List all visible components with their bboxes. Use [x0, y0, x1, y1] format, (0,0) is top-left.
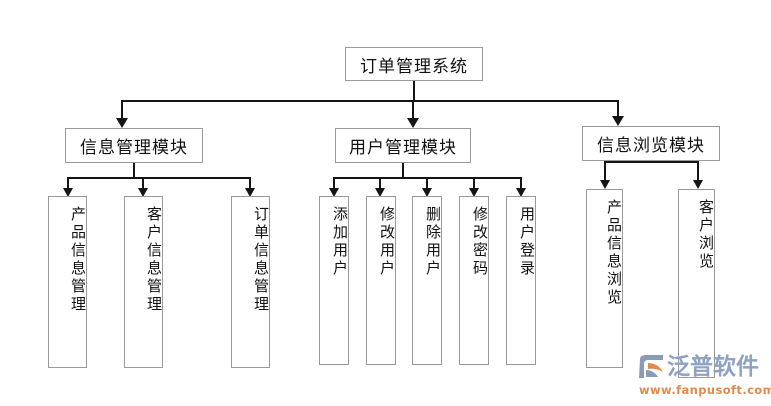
connector-drop-module-2	[412, 100, 414, 120]
arrow-g2-2	[375, 188, 385, 197]
node-label: 删除用户	[424, 206, 440, 278]
node-label: 客户信息管理	[145, 206, 161, 314]
watermark-url: www.fanpusoft.com	[639, 383, 771, 397]
arrow-g1-1	[63, 188, 73, 197]
node-leaf-customer-info-management[interactable]: 客户信息管理	[124, 196, 163, 368]
node-leaf-customer-browse[interactable]: 客户浏览	[678, 189, 715, 378]
connector-drop-g3-1	[604, 161, 606, 182]
node-label: 订单信息管理	[252, 206, 268, 314]
node-module-user-management[interactable]: 用户管理模块	[335, 128, 471, 163]
arrow-module-3	[612, 116, 624, 126]
connector-bus-group1	[68, 177, 250, 179]
connector-stem-group1	[133, 163, 135, 178]
connector-drop-g2-4	[473, 177, 475, 191]
connector-level1-bus	[122, 100, 618, 102]
node-label: 信息管理模块	[80, 138, 188, 157]
connector-drop-g2-2	[379, 177, 381, 191]
connector-drop-g3-2	[697, 161, 699, 182]
node-leaf-delete-user[interactable]: 删除用户	[412, 196, 442, 365]
connector-drop-g2-1	[333, 177, 335, 191]
connector-drop-g2-3	[426, 177, 428, 191]
node-label: 用户管理模块	[349, 138, 457, 157]
fanpusoft-logo-icon	[636, 353, 666, 381]
node-module-info-management[interactable]: 信息管理模块	[65, 128, 203, 163]
connector-stem-group2	[402, 163, 404, 178]
node-module-info-browse[interactable]: 信息浏览模块	[582, 126, 720, 161]
connector-drop-g2-5	[520, 177, 522, 191]
node-label: 订单管理系统	[360, 56, 468, 76]
connector-bus-group3	[605, 161, 699, 163]
connector-root-stem	[413, 81, 415, 101]
node-leaf-product-info-browse[interactable]: 产品信息浏览	[586, 189, 623, 368]
node-leaf-change-password[interactable]: 修改密码	[459, 196, 489, 365]
node-leaf-add-user[interactable]: 添加用户	[319, 196, 349, 365]
arrow-g2-1	[329, 188, 339, 197]
arrow-g2-3	[422, 188, 432, 197]
node-label: 产品信息管理	[69, 206, 85, 314]
arrow-module-2	[407, 118, 419, 128]
node-label: 信息浏览模块	[597, 136, 705, 155]
node-label: 用户登录	[518, 206, 534, 278]
arrow-g3-1	[600, 180, 610, 189]
arrow-g1-3	[245, 188, 255, 197]
node-label: 产品信息浏览	[605, 199, 621, 307]
node-root-order-management-system[interactable]: 订单管理系统	[345, 47, 483, 81]
node-leaf-modify-user[interactable]: 修改用户	[366, 196, 396, 365]
connector-drop-module-3	[617, 100, 619, 118]
arrow-g1-2	[138, 188, 148, 197]
arrow-module-1	[116, 118, 128, 128]
node-label: 客户浏览	[697, 199, 713, 271]
node-label: 修改用户	[378, 206, 394, 278]
connector-drop-g1-1	[67, 177, 69, 191]
node-label: 修改密码	[471, 206, 487, 278]
arrow-g2-4	[469, 188, 479, 197]
connector-drop-g1-2	[142, 177, 144, 191]
connector-bus-group2	[334, 177, 522, 179]
connector-drop-g1-3	[249, 177, 251, 191]
node-label: 添加用户	[331, 206, 347, 278]
connector-drop-module-1	[121, 100, 123, 120]
node-leaf-product-info-management[interactable]: 产品信息管理	[48, 196, 87, 368]
arrow-g2-5	[516, 188, 526, 197]
arrow-g3-2	[693, 180, 703, 189]
node-leaf-user-login[interactable]: 用户登录	[506, 196, 536, 365]
node-leaf-order-info-management[interactable]: 订单信息管理	[231, 196, 270, 368]
